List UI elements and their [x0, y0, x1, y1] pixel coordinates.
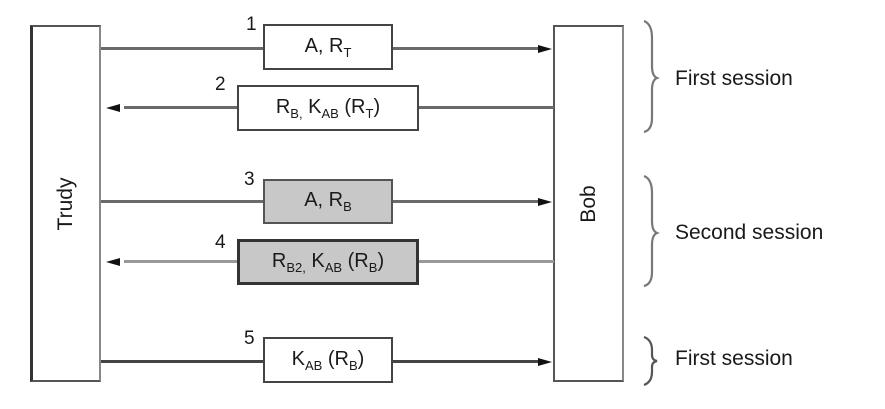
- message-5-line-left: [101, 360, 264, 363]
- message-3-label: A, RB: [304, 189, 352, 214]
- trudy-label: Trudy: [54, 177, 77, 230]
- session-3-label: First session: [675, 347, 793, 370]
- message-3-line-left: [101, 200, 264, 203]
- arrowhead-right-icon: [538, 357, 552, 366]
- session-1-label: First session: [675, 67, 793, 90]
- session-3-brace-icon: [643, 335, 658, 387]
- message-3-box: A, RB: [263, 179, 393, 224]
- message-2-line-left: [124, 106, 238, 109]
- trudy-actor-box: Trudy: [30, 25, 101, 382]
- arrowhead-left-icon: [106, 103, 120, 112]
- message-5-box: KAB (RB): [263, 337, 393, 383]
- message-4-line-right: [417, 260, 554, 263]
- message-1-number: 1: [246, 14, 257, 35]
- message-2-number: 2: [215, 74, 226, 95]
- session-2-label: Second session: [675, 221, 824, 244]
- message-1-label: A, RT: [304, 34, 352, 60]
- arrowhead-right-icon: [538, 44, 552, 53]
- bob-label: Bob: [576, 184, 600, 223]
- arrowhead-right-icon: [538, 197, 552, 206]
- arrowhead-left-icon: [106, 257, 120, 266]
- message-2-box: RB, KAB (RT): [237, 85, 419, 131]
- message-2-label: RB, KAB (RT): [275, 95, 381, 121]
- session-1-brace-icon: [643, 19, 660, 134]
- message-3-number: 3: [244, 169, 255, 190]
- message-5-label: KAB (RB): [291, 347, 365, 373]
- session-2-brace-icon: [643, 174, 660, 288]
- message-4-box: RB2, KAB (RB): [237, 239, 419, 285]
- message-5-number: 5: [244, 328, 255, 349]
- bob-actor-box: Bob: [553, 25, 624, 382]
- message-4-number: 4: [215, 232, 226, 253]
- message-3-line-right: [391, 200, 541, 203]
- message-1-box: A, RT: [263, 24, 393, 70]
- message-1-line-right: [391, 47, 541, 50]
- message-4-label: RB2, KAB (RB): [271, 249, 385, 275]
- message-4-line-left: [124, 260, 238, 263]
- message-5-line-right: [391, 360, 541, 363]
- message-1-line-left: [101, 47, 264, 50]
- message-2-line-right: [417, 106, 554, 109]
